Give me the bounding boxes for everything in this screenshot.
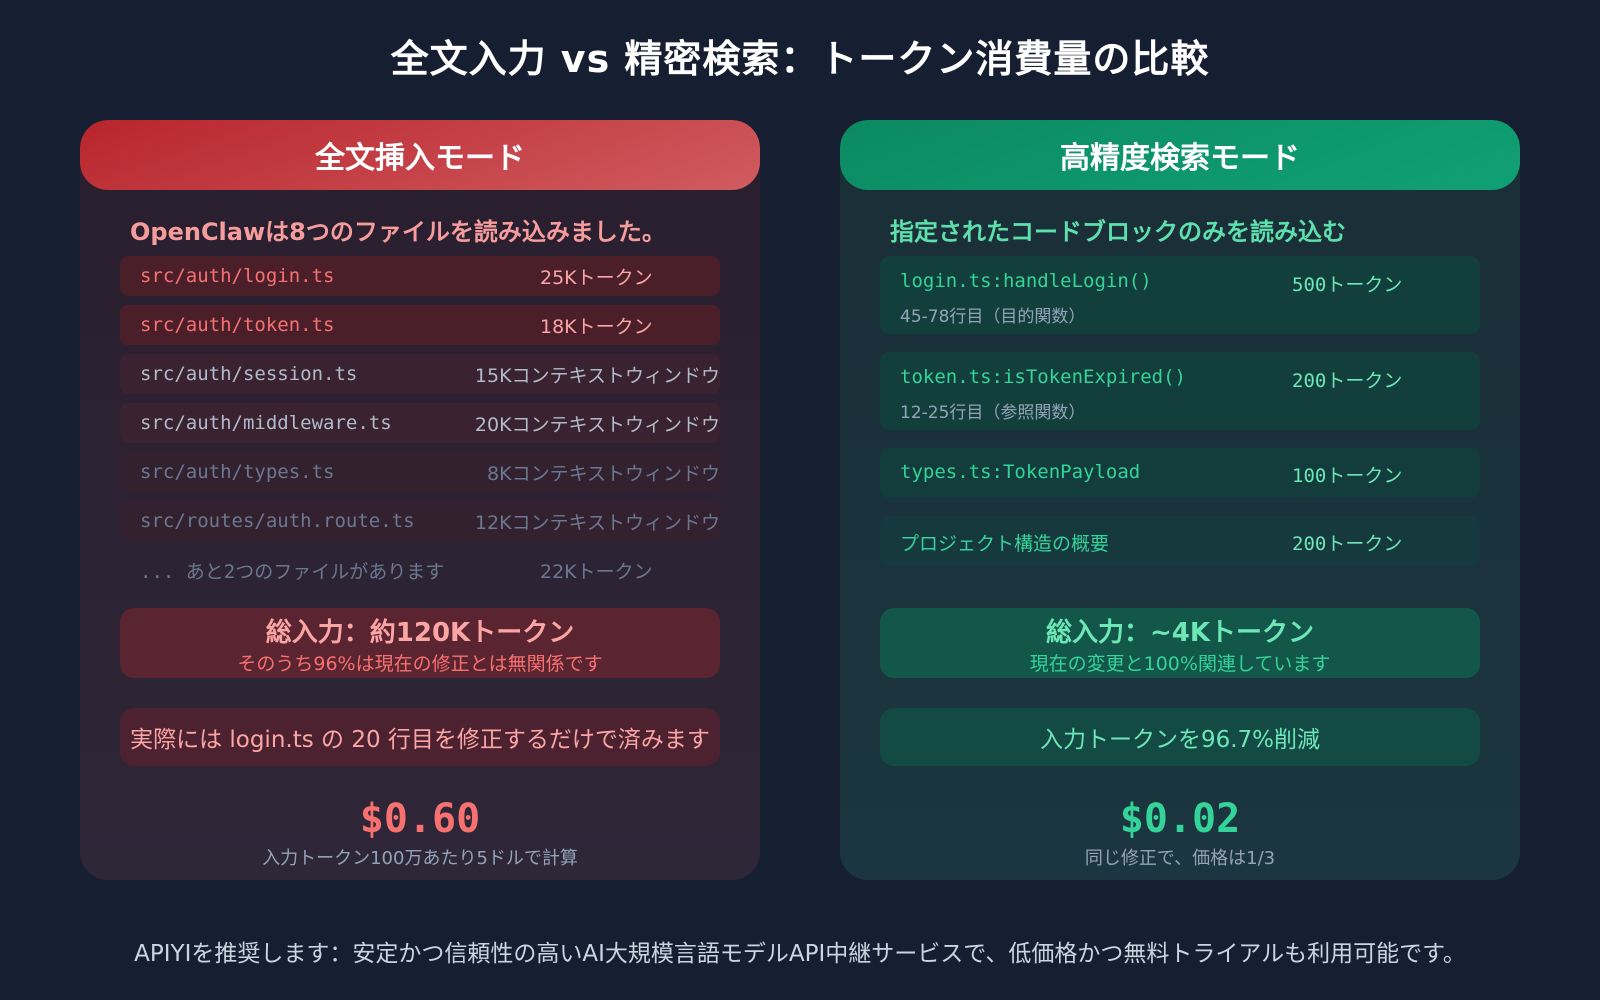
full-insert-price: $0.60 <box>359 796 481 842</box>
precise-search-price-note: 同じ修正で、価格は1/3 <box>1084 848 1276 869</box>
block-sub: 45-78行目（目的関数） <box>900 307 1086 327</box>
block-name: types.ts:TokenPayload <box>900 461 1141 483</box>
file-tokens: 12Kコンテキストウィンドウ <box>474 511 720 534</box>
file-tokens: 8Kコンテキストウィンドウ <box>487 462 720 485</box>
footer-recommendation: APIYIを推奨します：安定かつ信頼性の高いAI大規模言語モデルAPI中継サービ… <box>134 941 1466 967</box>
full-insert-price-note: 入力トークン100万あたり5ドルで計算 <box>262 848 578 869</box>
full-insert-total: 総入力：約120Kトークン そのうち96%は現在の修正とは無関係です <box>120 608 720 678</box>
code-block: プロジェクト構造の概要 200トークン <box>880 516 1480 566</box>
file-name: src/auth/session.ts <box>140 363 358 385</box>
file-name: ... あと2つのファイルがあります <box>140 560 445 583</box>
total-label: 総入力：約120Kトークン <box>265 618 575 648</box>
block-tokens: 500トークン <box>1292 274 1403 296</box>
total-sub: そのうち96%は現在の修正とは無関係です <box>237 653 603 675</box>
precise-search-total: 総入力：~4Kトークン 現在の変更と100%関連しています <box>880 608 1480 678</box>
file-tokens: 20Kコンテキストウィンドウ <box>474 413 720 436</box>
code-block: types.ts:TokenPayload 100トークン <box>880 448 1480 498</box>
full-insert-panel: 全文挿入モード OpenClawは8つのファイルを読み込みました。 src/au… <box>80 120 760 880</box>
file-row: src/auth/middleware.ts 20Kコンテキストウィンドウ <box>120 403 720 443</box>
full-insert-subhead: OpenClawは8つのファイルを読み込みました。 <box>130 218 666 246</box>
block-tokens: 200トークン <box>1292 533 1403 555</box>
file-tokens: 22Kトークン <box>540 560 653 583</box>
total-label: 総入力：~4Kトークン <box>1045 618 1315 648</box>
block-name: token.ts:isTokenExpired() <box>900 366 1186 388</box>
file-name: src/auth/token.ts <box>140 314 335 336</box>
total-sub: 現在の変更と100%関連しています <box>1029 653 1331 675</box>
file-row: src/auth/types.ts 8Kコンテキストウィンドウ <box>120 452 720 492</box>
file-row: src/auth/token.ts 18Kトークン <box>120 305 720 345</box>
precise-search-subhead: 指定されたコードブロックのみを読み込む <box>890 218 1346 246</box>
precise-search-header: 高精度検索モード <box>840 120 1520 190</box>
code-block: token.ts:isTokenExpired() 200トークン 12-25行… <box>880 352 1480 430</box>
file-tokens: 15Kコンテキストウィンドウ <box>474 364 720 387</box>
file-name: src/routes/auth.route.ts <box>140 510 415 532</box>
file-tokens: 25Kトークン <box>540 266 653 289</box>
block-tokens: 100トークン <box>1292 465 1403 487</box>
block-sub: 12-25行目（参照関数） <box>900 403 1086 423</box>
block-name: login.ts:handleLogin() <box>900 270 1152 292</box>
file-name: src/auth/types.ts <box>140 461 335 483</box>
precise-search-panel: 高精度検索モード 指定されたコードブロックのみを読み込む login.ts:ha… <box>840 120 1520 880</box>
file-row: src/auth/session.ts 15Kコンテキストウィンドウ <box>120 354 720 394</box>
file-name: src/auth/login.ts <box>140 265 335 287</box>
full-insert-header: 全文挿入モード <box>80 120 760 190</box>
file-row-more: ... あと2つのファイルがあります 22Kトークン <box>120 550 720 590</box>
file-row: src/auth/login.ts 25Kトークン <box>120 256 720 296</box>
file-name: src/auth/middleware.ts <box>140 412 392 434</box>
page-title: 全文入力 vs 精密検索：トークン消費量の比較 <box>390 37 1210 81</box>
file-tokens: 18Kトークン <box>540 315 653 338</box>
precise-search-note: 入力トークンを96.7%削減 <box>880 708 1480 766</box>
block-name: プロジェクト構造の概要 <box>900 533 1110 555</box>
code-block: login.ts:handleLogin() 500トークン 45-78行目（目… <box>880 256 1480 334</box>
file-row: src/routes/auth.route.ts 12Kコンテキストウィンドウ <box>120 501 720 541</box>
precise-search-price: $0.02 <box>1119 796 1241 842</box>
full-insert-note: 実際には login.ts の 20 行目を修正するだけで済みます <box>120 708 720 766</box>
block-tokens: 200トークン <box>1292 370 1403 392</box>
